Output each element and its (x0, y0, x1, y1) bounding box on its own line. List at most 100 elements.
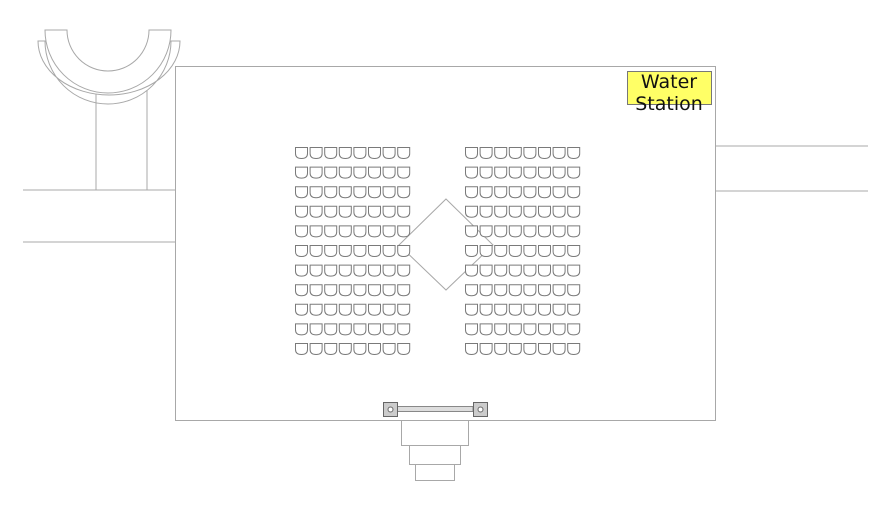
seat[interactable] (508, 264, 522, 277)
seat[interactable] (382, 225, 396, 238)
seat[interactable] (552, 264, 566, 277)
seat[interactable] (479, 303, 493, 316)
seat[interactable] (295, 225, 308, 238)
seat[interactable] (368, 225, 381, 238)
seat[interactable] (508, 186, 522, 199)
seat[interactable] (479, 225, 493, 238)
seat[interactable] (538, 147, 551, 160)
seat[interactable] (567, 225, 581, 238)
seat[interactable] (353, 245, 367, 258)
seat[interactable] (494, 323, 508, 336)
seat[interactable] (523, 323, 537, 336)
seat[interactable] (552, 166, 566, 179)
seat[interactable] (397, 166, 411, 179)
seat[interactable] (324, 166, 338, 179)
seat[interactable] (295, 186, 308, 199)
seat[interactable] (508, 166, 522, 179)
seat[interactable] (382, 205, 396, 218)
seat[interactable] (353, 186, 367, 199)
seat[interactable] (368, 343, 381, 356)
seat[interactable] (494, 264, 508, 277)
seat[interactable] (368, 264, 381, 277)
seat[interactable] (338, 205, 352, 218)
seat[interactable] (479, 264, 493, 277)
seat[interactable] (538, 186, 551, 199)
seat[interactable] (523, 225, 537, 238)
seat[interactable] (523, 343, 537, 356)
seat[interactable] (465, 284, 478, 297)
seat[interactable] (309, 343, 323, 356)
seat[interactable] (479, 205, 493, 218)
seat[interactable] (309, 186, 323, 199)
seat[interactable] (479, 186, 493, 199)
seat[interactable] (508, 205, 522, 218)
seat[interactable] (465, 147, 478, 160)
seat[interactable] (353, 205, 367, 218)
seat[interactable] (309, 284, 323, 297)
seat[interactable] (295, 264, 308, 277)
seat[interactable] (368, 147, 381, 160)
seat[interactable] (508, 245, 522, 258)
seat[interactable] (465, 186, 478, 199)
seat[interactable] (494, 166, 508, 179)
seat[interactable] (465, 343, 478, 356)
seat[interactable] (295, 323, 308, 336)
seat[interactable] (295, 303, 308, 316)
seat[interactable] (538, 284, 551, 297)
seat[interactable] (494, 245, 508, 258)
seat[interactable] (538, 166, 551, 179)
seat[interactable] (479, 147, 493, 160)
seat[interactable] (397, 245, 411, 258)
water-station[interactable]: Water Station (627, 71, 712, 115)
seat[interactable] (309, 323, 323, 336)
seat[interactable] (465, 323, 478, 336)
seat[interactable] (538, 343, 551, 356)
seat[interactable] (552, 147, 566, 160)
seat[interactable] (508, 323, 522, 336)
seat[interactable] (353, 323, 367, 336)
seat[interactable] (552, 284, 566, 297)
seat[interactable] (353, 225, 367, 238)
seat[interactable] (567, 343, 581, 356)
seat[interactable] (523, 147, 537, 160)
seat[interactable] (567, 147, 581, 160)
seat[interactable] (353, 343, 367, 356)
seat[interactable] (494, 205, 508, 218)
seat[interactable] (479, 323, 493, 336)
seat[interactable] (324, 186, 338, 199)
seat[interactable] (324, 323, 338, 336)
seat[interactable] (338, 303, 352, 316)
seat[interactable] (508, 303, 522, 316)
seat[interactable] (523, 186, 537, 199)
seat[interactable] (397, 264, 411, 277)
seat[interactable] (552, 303, 566, 316)
seat[interactable] (382, 343, 396, 356)
seat[interactable] (338, 166, 352, 179)
seat[interactable] (552, 186, 566, 199)
seat[interactable] (295, 205, 308, 218)
seat[interactable] (368, 323, 381, 336)
seat[interactable] (324, 147, 338, 160)
seat[interactable] (382, 147, 396, 160)
seat[interactable] (309, 225, 323, 238)
seat[interactable] (508, 225, 522, 238)
seat[interactable] (479, 284, 493, 297)
seat[interactable] (397, 225, 411, 238)
seat[interactable] (465, 303, 478, 316)
seat[interactable] (523, 264, 537, 277)
seat[interactable] (538, 264, 551, 277)
seat[interactable] (295, 245, 308, 258)
seat[interactable] (494, 225, 508, 238)
seat[interactable] (295, 343, 308, 356)
seat[interactable] (508, 284, 522, 297)
seat[interactable] (567, 186, 581, 199)
seat[interactable] (567, 323, 581, 336)
seat[interactable] (552, 323, 566, 336)
seat[interactable] (567, 284, 581, 297)
seat[interactable] (567, 166, 581, 179)
seat[interactable] (567, 245, 581, 258)
seat[interactable] (523, 303, 537, 316)
seat[interactable] (508, 343, 522, 356)
seat[interactable] (494, 343, 508, 356)
seat[interactable] (338, 323, 352, 336)
